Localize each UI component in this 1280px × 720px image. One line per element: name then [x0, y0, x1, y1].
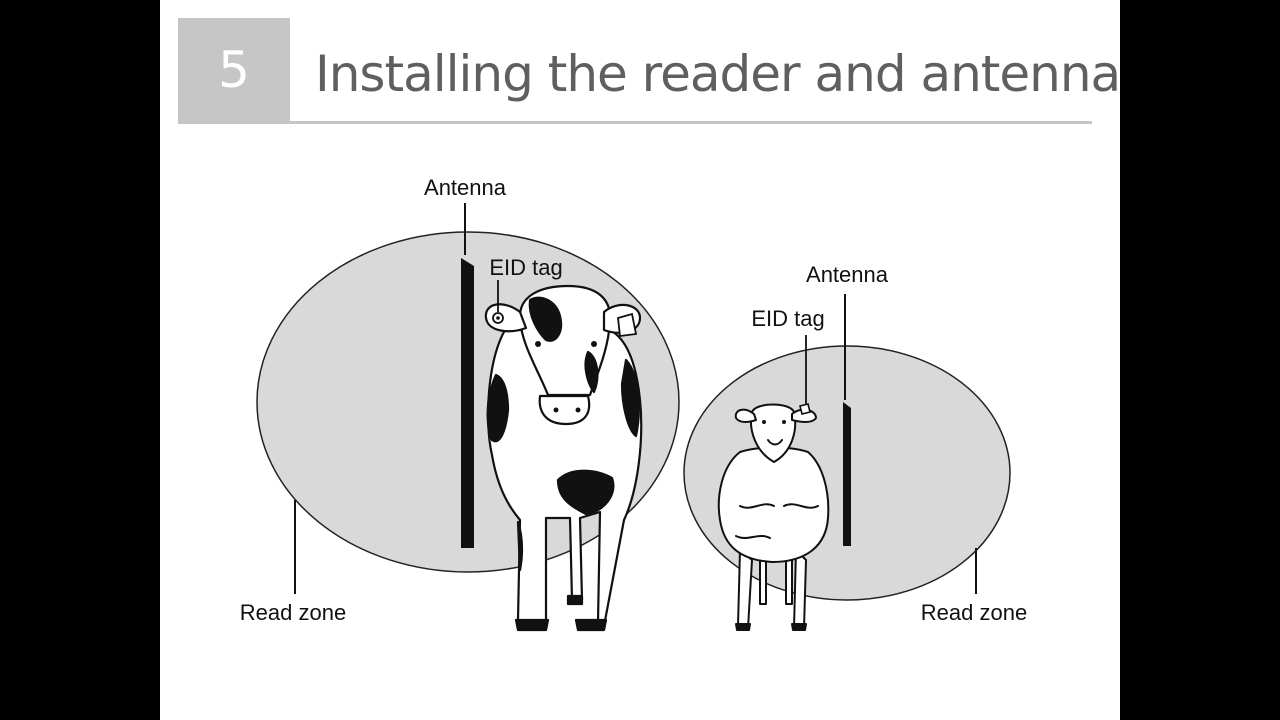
sheep-antenna-panel — [843, 402, 851, 546]
sheep-zone-label: Read zone — [921, 600, 1027, 625]
section-number-box: 5 — [178, 18, 290, 122]
slide-title: Installing the reader and antenna — [315, 45, 1121, 103]
section-number: 5 — [218, 41, 250, 99]
cow-antenna-panel — [461, 258, 474, 548]
sheep-antenna-label: Antenna — [806, 262, 889, 287]
cow-ear-flag-tag — [617, 312, 638, 338]
cow-eid-tag-center — [496, 316, 500, 320]
sheep-tag-label: EID tag — [751, 306, 824, 331]
cow-illustration — [484, 284, 643, 632]
title-divider — [178, 121, 1092, 124]
sheep-illustration — [717, 403, 830, 631]
cow-tag-label: EID tag — [489, 255, 562, 280]
cow-antenna-label: Antenna — [424, 175, 507, 200]
cow-zone-label: Read zone — [240, 600, 346, 625]
sheep-eid-tag — [799, 403, 811, 415]
